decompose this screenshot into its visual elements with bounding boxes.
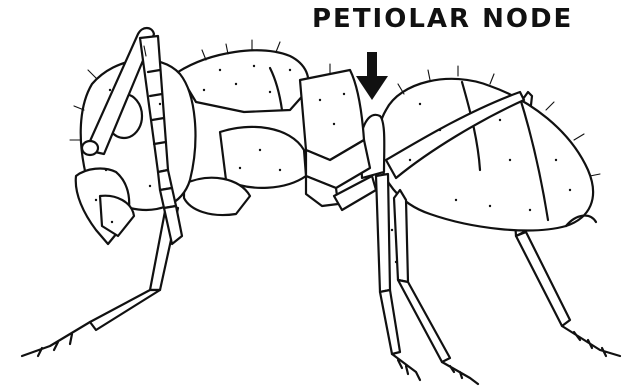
mesosoma [178,50,370,188]
arrow-down-icon [356,52,388,100]
front-leg [22,176,376,356]
